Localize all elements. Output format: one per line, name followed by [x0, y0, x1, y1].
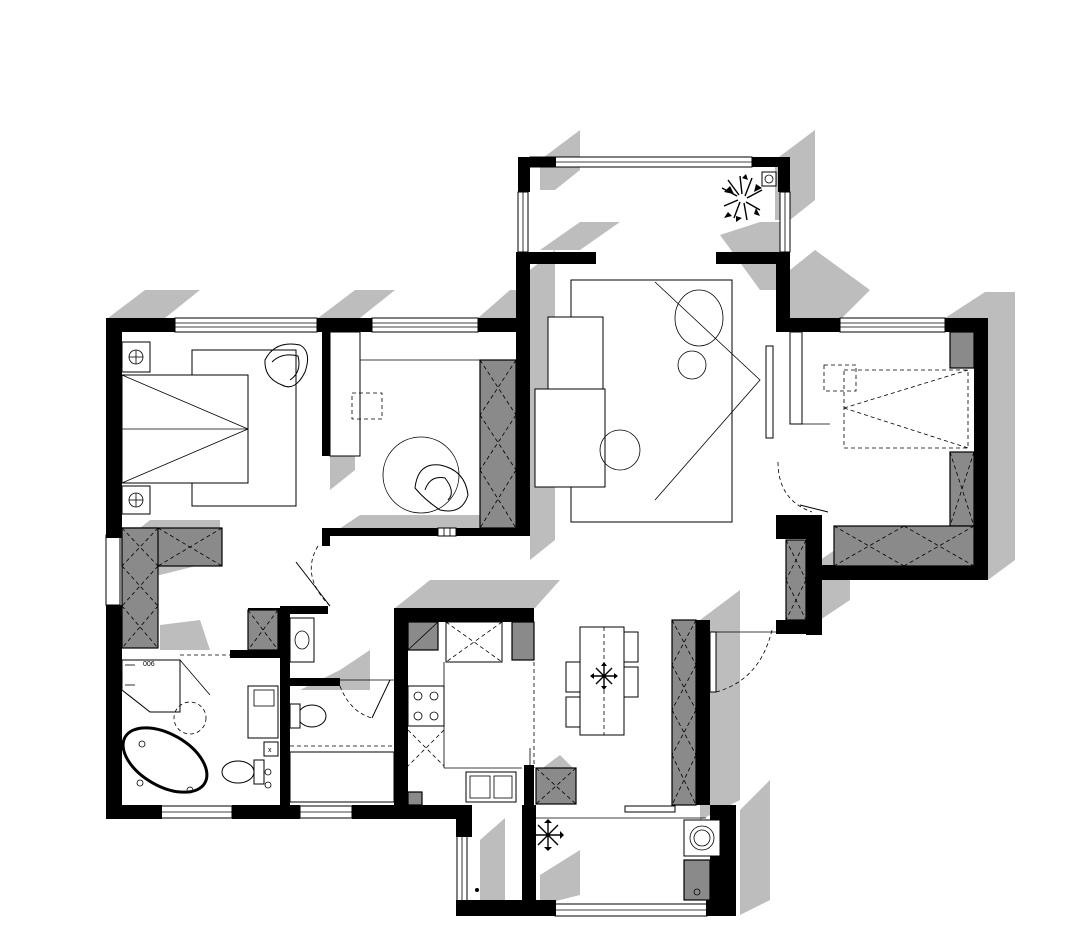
desk: [329, 331, 361, 457]
living-room: [534, 279, 774, 523]
coffee-table-large: [674, 289, 724, 347]
washing-machine: [683, 819, 721, 857]
tv-unit: [765, 345, 774, 439]
round-rug: [382, 436, 460, 514]
dining-table: [579, 626, 625, 736]
plant-icon: [532, 819, 564, 851]
kitchen-sink: [465, 771, 517, 803]
dining-area: [565, 619, 776, 813]
dining-plant-icon: [590, 662, 618, 690]
bathrooms: 006 x: [121, 545, 395, 803]
second-bedroom: [777, 331, 975, 621]
bath-fixture-label: 006: [143, 661, 155, 668]
svg-text:x: x: [268, 747, 272, 754]
kitchen: [407, 621, 577, 806]
shower-enclosure: [121, 659, 181, 713]
second-tub: [289, 751, 395, 803]
master-bedroom: [121, 341, 309, 649]
stove: [407, 685, 445, 727]
side-table: [599, 429, 641, 471]
bathtub: [121, 726, 209, 794]
lounge-chair: [264, 343, 309, 388]
coffee-table-small: [677, 350, 707, 380]
armchair: [414, 464, 469, 512]
sofa-upper: [547, 316, 604, 390]
sofa-lower: [534, 388, 606, 488]
study-room: [329, 331, 517, 537]
tree-icon: [720, 174, 764, 222]
balconies: [475, 171, 777, 901]
